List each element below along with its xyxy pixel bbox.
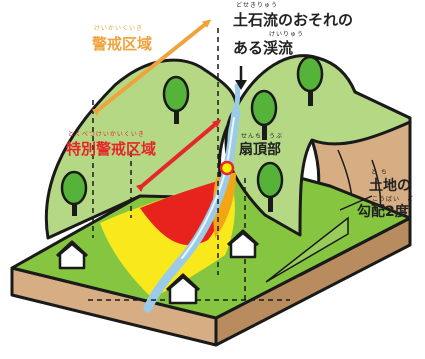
- fan-apex-marker: [219, 160, 235, 176]
- house-2: [226, 229, 260, 259]
- stream-upper: [233, 83, 241, 111]
- slope-ruby-2: こうばい ど: [372, 196, 415, 203]
- slope-triangle: [265, 216, 349, 283]
- slope-label-line2: 勾配2度: [357, 204, 409, 220]
- special-zone-arrow: [142, 122, 218, 186]
- debris-ruby: どせきりゅう: [236, 2, 279, 9]
- tokubetsu-ruby: とくべつけいかいくいき: [68, 131, 145, 138]
- debris-pointer-head: [235, 80, 247, 90]
- stream-highlight: [181, 117, 235, 259]
- slope-leader-line: [339, 195, 373, 211]
- stream: [143, 107, 241, 313]
- debris-label-line1: 土石流のおそれの: [233, 11, 354, 29]
- warning-zone-arrow: [98, 22, 208, 110]
- house-3: [165, 273, 201, 305]
- keiryu-ruby: けいりゅう: [269, 31, 305, 38]
- debris-label-line2: ある渓流: [233, 39, 294, 57]
- slope-label-line1: 土地の: [369, 178, 411, 194]
- senchobu-label: 扇頂部: [239, 142, 281, 158]
- keikai-label: 警戒区域: [92, 35, 153, 53]
- house-1: [55, 240, 89, 270]
- senchobu-ruby: せんちょうぶ: [241, 133, 284, 140]
- tokubetsu-label: 特別警戒区域: [66, 140, 157, 158]
- tree-3: [296, 55, 324, 106]
- slope-ruby-1: と ち: [371, 169, 388, 176]
- tree-5: [256, 161, 284, 212]
- tree-4: [250, 89, 278, 140]
- keikai-ruby: けいかいくいき: [94, 25, 144, 32]
- tree-2: [60, 170, 88, 216]
